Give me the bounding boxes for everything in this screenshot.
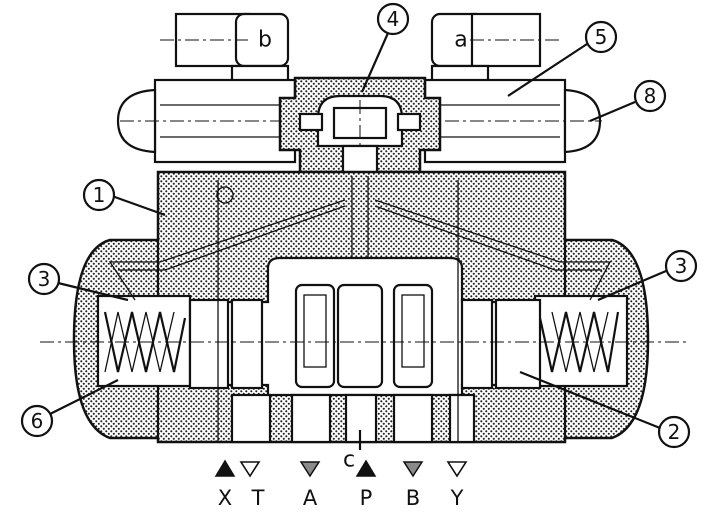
svg-text:8: 8: [644, 84, 657, 108]
main-valve-body: [40, 170, 690, 444]
callout-5: 5: [507, 20, 618, 97]
svg-text:3: 3: [38, 267, 51, 291]
callout-2: 2: [519, 370, 691, 449]
svg-text:P: P: [360, 486, 373, 510]
callout-4: 4: [360, 2, 410, 93]
callout-3-right: 3: [597, 249, 698, 302]
center-label: c: [343, 448, 355, 473]
svg-text:6: 6: [31, 409, 44, 433]
svg-text:T: T: [251, 486, 265, 510]
svg-text:Y: Y: [450, 486, 464, 510]
port-b: B: [402, 461, 424, 510]
callout-6: 6: [20, 379, 119, 438]
svg-text:A: A: [303, 486, 318, 510]
spring-left: [103, 311, 187, 373]
svg-text:4: 4: [387, 7, 400, 31]
svg-text:X: X: [218, 486, 232, 510]
port-t: T: [239, 461, 265, 510]
svg-text:3: 3: [675, 254, 688, 278]
solenoid-label-b: b: [258, 28, 272, 53]
port-x: X: [214, 459, 236, 510]
solenoid-housing-left: [116, 78, 300, 164]
callout-8: 8: [589, 79, 667, 123]
svg-text:5: 5: [595, 25, 608, 49]
port-y: Y: [446, 461, 468, 510]
svg-text:1: 1: [93, 183, 106, 207]
svg-text:2: 2: [668, 420, 681, 444]
callout-3-left: 3: [27, 262, 129, 302]
callout-1: 1: [82, 178, 166, 217]
svg-text:B: B: [406, 486, 420, 510]
solenoid-label-a: a: [454, 28, 467, 53]
solenoid-housing-right: [420, 78, 602, 164]
solenoid-connector-a: [430, 12, 560, 84]
port-a: A: [299, 461, 321, 510]
spring-right: [538, 311, 620, 373]
port-p: P: [355, 459, 377, 510]
